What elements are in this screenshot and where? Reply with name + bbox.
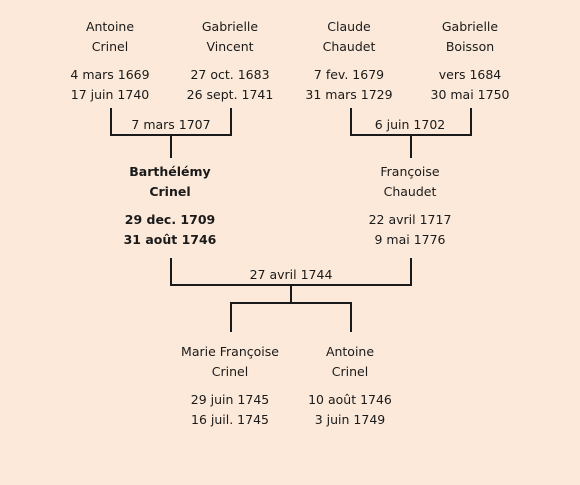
marriage-date: 27 avril 1744 (249, 267, 333, 282)
connector-line (230, 302, 232, 332)
first-name: Barthélémy (129, 164, 211, 179)
first-name: Antoine (85, 19, 135, 34)
last-name: Crinel (331, 364, 369, 379)
connector-line (410, 134, 412, 158)
first-name: Gabrielle (201, 19, 259, 34)
birth-date: 22 avril 1717 (368, 212, 452, 227)
death-date: 30 mai 1750 (430, 87, 510, 102)
connector-line (230, 302, 352, 304)
first-name: Françoise (380, 164, 440, 179)
person-antoine-crinel-child: Antoine Crinel 10 août 1746 3 juin 1749 (275, 342, 425, 430)
connector-line (410, 258, 412, 286)
birth-date: 10 août 1746 (308, 392, 392, 407)
person-barthelemy-crinel: Barthélémy Crinel 29 dec. 1709 31 août 1… (95, 162, 245, 250)
connector-line (350, 108, 352, 136)
death-date: 16 juil. 1745 (191, 412, 269, 427)
birth-date: vers 1684 (438, 67, 502, 82)
last-name: Crinel (91, 39, 129, 54)
connector-line (470, 108, 472, 136)
last-name: Crinel (149, 184, 191, 199)
death-date: 26 sept. 1741 (186, 87, 274, 102)
death-date: 17 juin 1740 (70, 87, 150, 102)
first-name: Gabrielle (441, 19, 499, 34)
person-marie-francoise-crinel: Marie Françoise Crinel 29 juin 1745 16 j… (155, 342, 305, 430)
connector-line (350, 302, 352, 332)
death-date: 9 mai 1776 (374, 232, 446, 247)
birth-date: 29 dec. 1709 (124, 212, 216, 227)
birth-date: 27 oct. 1683 (190, 67, 270, 82)
last-name: Chaudet (322, 39, 376, 54)
first-name: Claude (327, 19, 371, 34)
connector-line (110, 108, 112, 136)
birth-date: 29 juin 1745 (190, 392, 270, 407)
last-name: Chaudet (383, 184, 437, 199)
birth-date: 7 fev. 1679 (313, 67, 385, 82)
person-gabrielle-vincent: Gabrielle Vincent 27 oct. 1683 26 sept. … (155, 17, 305, 105)
person-claude-chaudet: Claude Chaudet 7 fev. 1679 31 mars 1729 (274, 17, 424, 105)
death-date: 31 mars 1729 (305, 87, 393, 102)
birth-date: 4 mars 1669 (70, 67, 150, 82)
death-date: 31 août 1746 (123, 232, 217, 247)
last-name: Crinel (211, 364, 249, 379)
connector-line (170, 258, 172, 286)
person-antoine-crinel-grandfather: Antoine Crinel 4 mars 1669 17 juin 1740 (35, 17, 185, 105)
connector-line (170, 134, 172, 158)
person-gabrielle-boisson: Gabrielle Boisson vers 1684 30 mai 1750 (395, 17, 545, 105)
marriage-date: 6 juin 1702 (374, 117, 446, 132)
last-name: Boisson (445, 39, 495, 54)
connector-line (290, 284, 292, 304)
last-name: Vincent (206, 39, 254, 54)
connector-line (230, 108, 232, 136)
first-name: Antoine (325, 344, 375, 359)
death-date: 3 juin 1749 (314, 412, 386, 427)
marriage-date: 7 mars 1707 (131, 117, 211, 132)
person-francoise-chaudet: Françoise Chaudet 22 avril 1717 9 mai 17… (335, 162, 485, 250)
first-name: Marie Françoise (181, 344, 279, 359)
